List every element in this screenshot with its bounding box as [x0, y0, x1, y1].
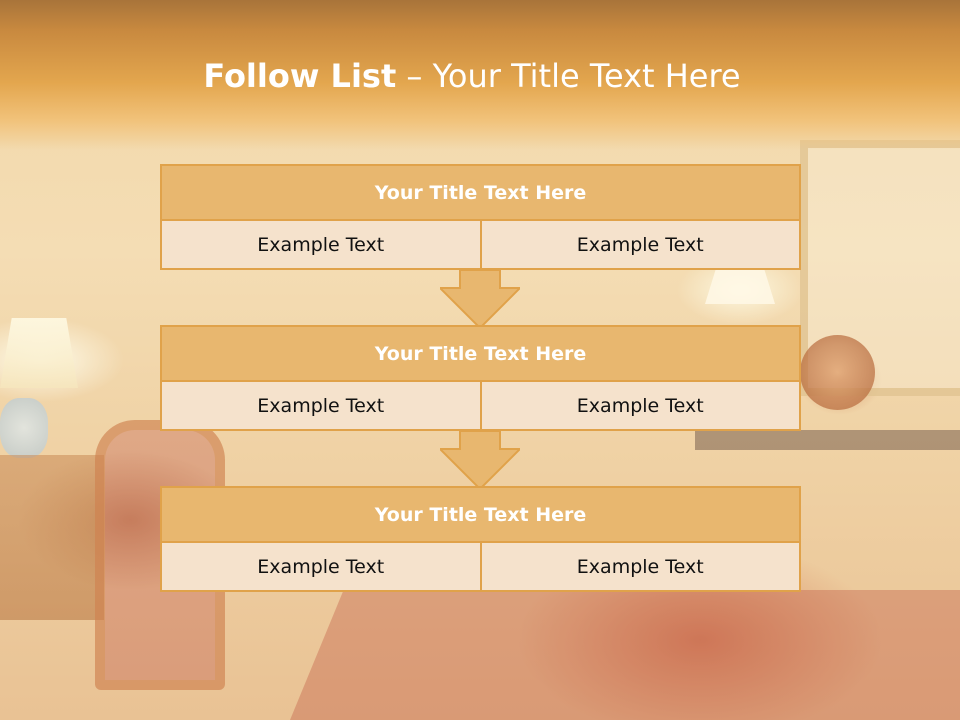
console-table — [695, 430, 960, 450]
block-cell-right: Example Text — [481, 543, 801, 592]
block-title: Your Title Text Here — [160, 486, 801, 543]
block-cell-right: Example Text — [481, 221, 801, 270]
down-arrow-icon — [440, 270, 520, 330]
block-row: Example Text Example Text — [160, 221, 801, 270]
block-cell-right: Example Text — [481, 382, 801, 431]
decorative-plate — [800, 335, 875, 410]
lamp-right — [705, 270, 775, 304]
block-title: Your Title Text Here — [160, 164, 801, 221]
page-title: Follow List – Your Title Text Here — [0, 52, 944, 100]
list-block-1: Your Title Text Here Example Text Exampl… — [160, 164, 801, 270]
page-title-rest: – Your Title Text Here — [396, 57, 741, 95]
block-row: Example Text Example Text — [160, 543, 801, 592]
block-cell-left: Example Text — [160, 221, 482, 270]
rug — [290, 590, 960, 720]
list-block-2: Your Title Text Here Example Text Exampl… — [160, 325, 801, 431]
header-band — [0, 0, 960, 150]
block-cell-left: Example Text — [160, 543, 482, 592]
down-arrow-icon — [440, 431, 520, 491]
lamp-left — [0, 318, 78, 388]
vase-left — [0, 398, 48, 458]
page-title-bold: Follow List — [203, 57, 397, 95]
list-block-3: Your Title Text Here Example Text Exampl… — [160, 486, 801, 592]
side-table — [0, 455, 104, 620]
block-cell-left: Example Text — [160, 382, 482, 431]
block-row: Example Text Example Text — [160, 382, 801, 431]
block-title: Your Title Text Here — [160, 325, 801, 382]
